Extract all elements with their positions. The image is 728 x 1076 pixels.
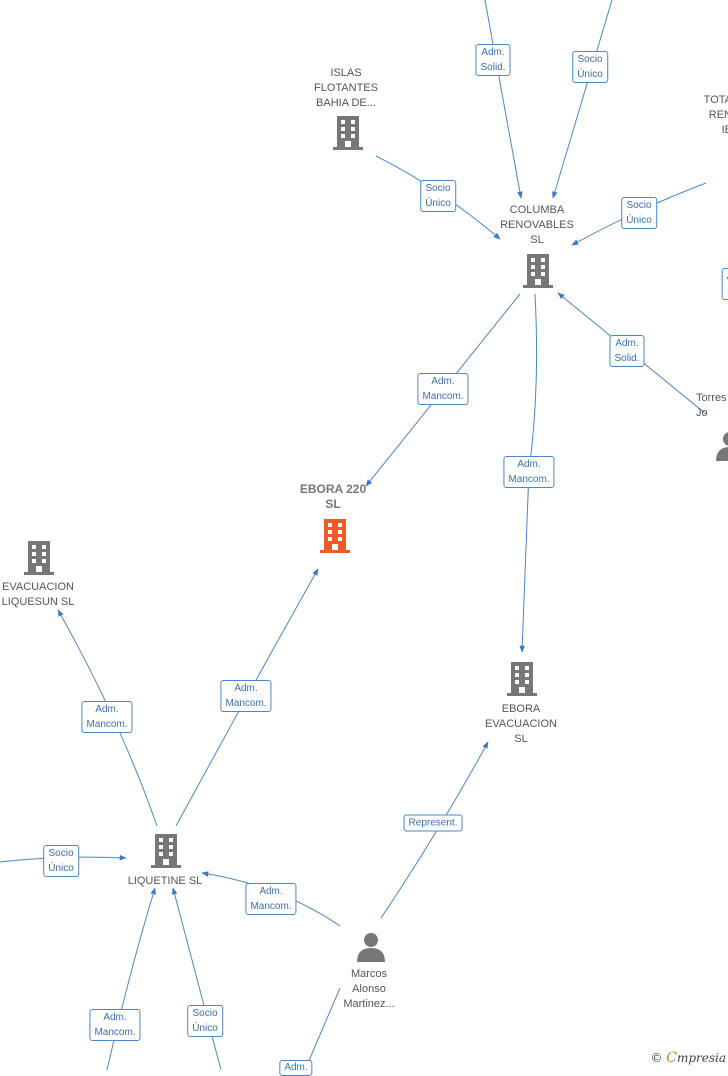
edge-label[interactable]: A u — [721, 268, 728, 300]
node-label-ebora-evacuacion: EBORA EVACUACION SL — [485, 703, 557, 745]
edge-label[interactable]: Socio Único — [420, 180, 456, 212]
edge-label[interactable]: Represent. — [403, 814, 463, 832]
edge-label[interactable]: Adm. Mancom. — [417, 373, 469, 405]
node-label-marcos-alonso: Marcos Alonso Martinez... — [343, 968, 395, 1010]
edge-label[interactable]: Adm. Mancom. — [89, 1009, 141, 1041]
edge-label[interactable]: Adm. Mancom. — [503, 456, 555, 488]
edge-label[interactable]: Adm. Mancom. — [81, 701, 133, 733]
copyright-icon: © — [650, 1051, 663, 1065]
edge-label[interactable]: Adm. Solid. — [609, 335, 645, 367]
brand-watermark: © Cmpresia — [650, 1050, 726, 1066]
building-icon[interactable] — [333, 116, 363, 150]
edge-line — [484, 0, 523, 199]
building-icon[interactable] — [24, 541, 54, 575]
edge-label[interactable]: Socio Único — [43, 845, 79, 877]
edge-label[interactable]: Adm. Mancom. — [220, 680, 272, 712]
edge-line — [106, 887, 156, 1070]
edge-label[interactable]: Socio Único — [572, 51, 608, 83]
brand-initial: C — [666, 1050, 677, 1066]
person-icon[interactable] — [715, 431, 728, 461]
brand-name: mpresia — [676, 1051, 726, 1065]
node-label-torres: Torres Jo — [696, 392, 727, 419]
node-label-columba-renovables: COLUMBA RENOVABLES SL — [500, 204, 574, 246]
edge-label[interactable]: Socio Único — [187, 1005, 223, 1037]
edge-line — [171, 887, 222, 1070]
node-label-evacuacion-liquesun: EVACUACION LIQUESUN SL — [1, 581, 75, 608]
node-label-total-renovables: TOTA REN IB — [703, 94, 728, 136]
edge-label[interactable]: Socio Único — [621, 197, 657, 229]
edge-label[interactable]: Adm. Solid. — [475, 44, 511, 76]
edge-label[interactable]: Adm. — [279, 1060, 313, 1076]
focus-building-icon[interactable] — [320, 519, 350, 553]
node-label-liquetine: LIQUETINE SL — [127, 875, 203, 887]
building-icon[interactable] — [151, 834, 181, 868]
node-label-ebora-220: EBORA 220 SL — [299, 482, 367, 511]
edge-label[interactable]: Adm. Mancom. — [245, 883, 297, 915]
building-icon[interactable] — [507, 662, 537, 696]
building-icon[interactable] — [523, 254, 553, 288]
edge-line — [552, 0, 613, 199]
node-label-islas-flotantes: ISLAS FLOTANTES BAHIA DE... — [314, 67, 378, 109]
person-icon[interactable] — [356, 932, 386, 962]
